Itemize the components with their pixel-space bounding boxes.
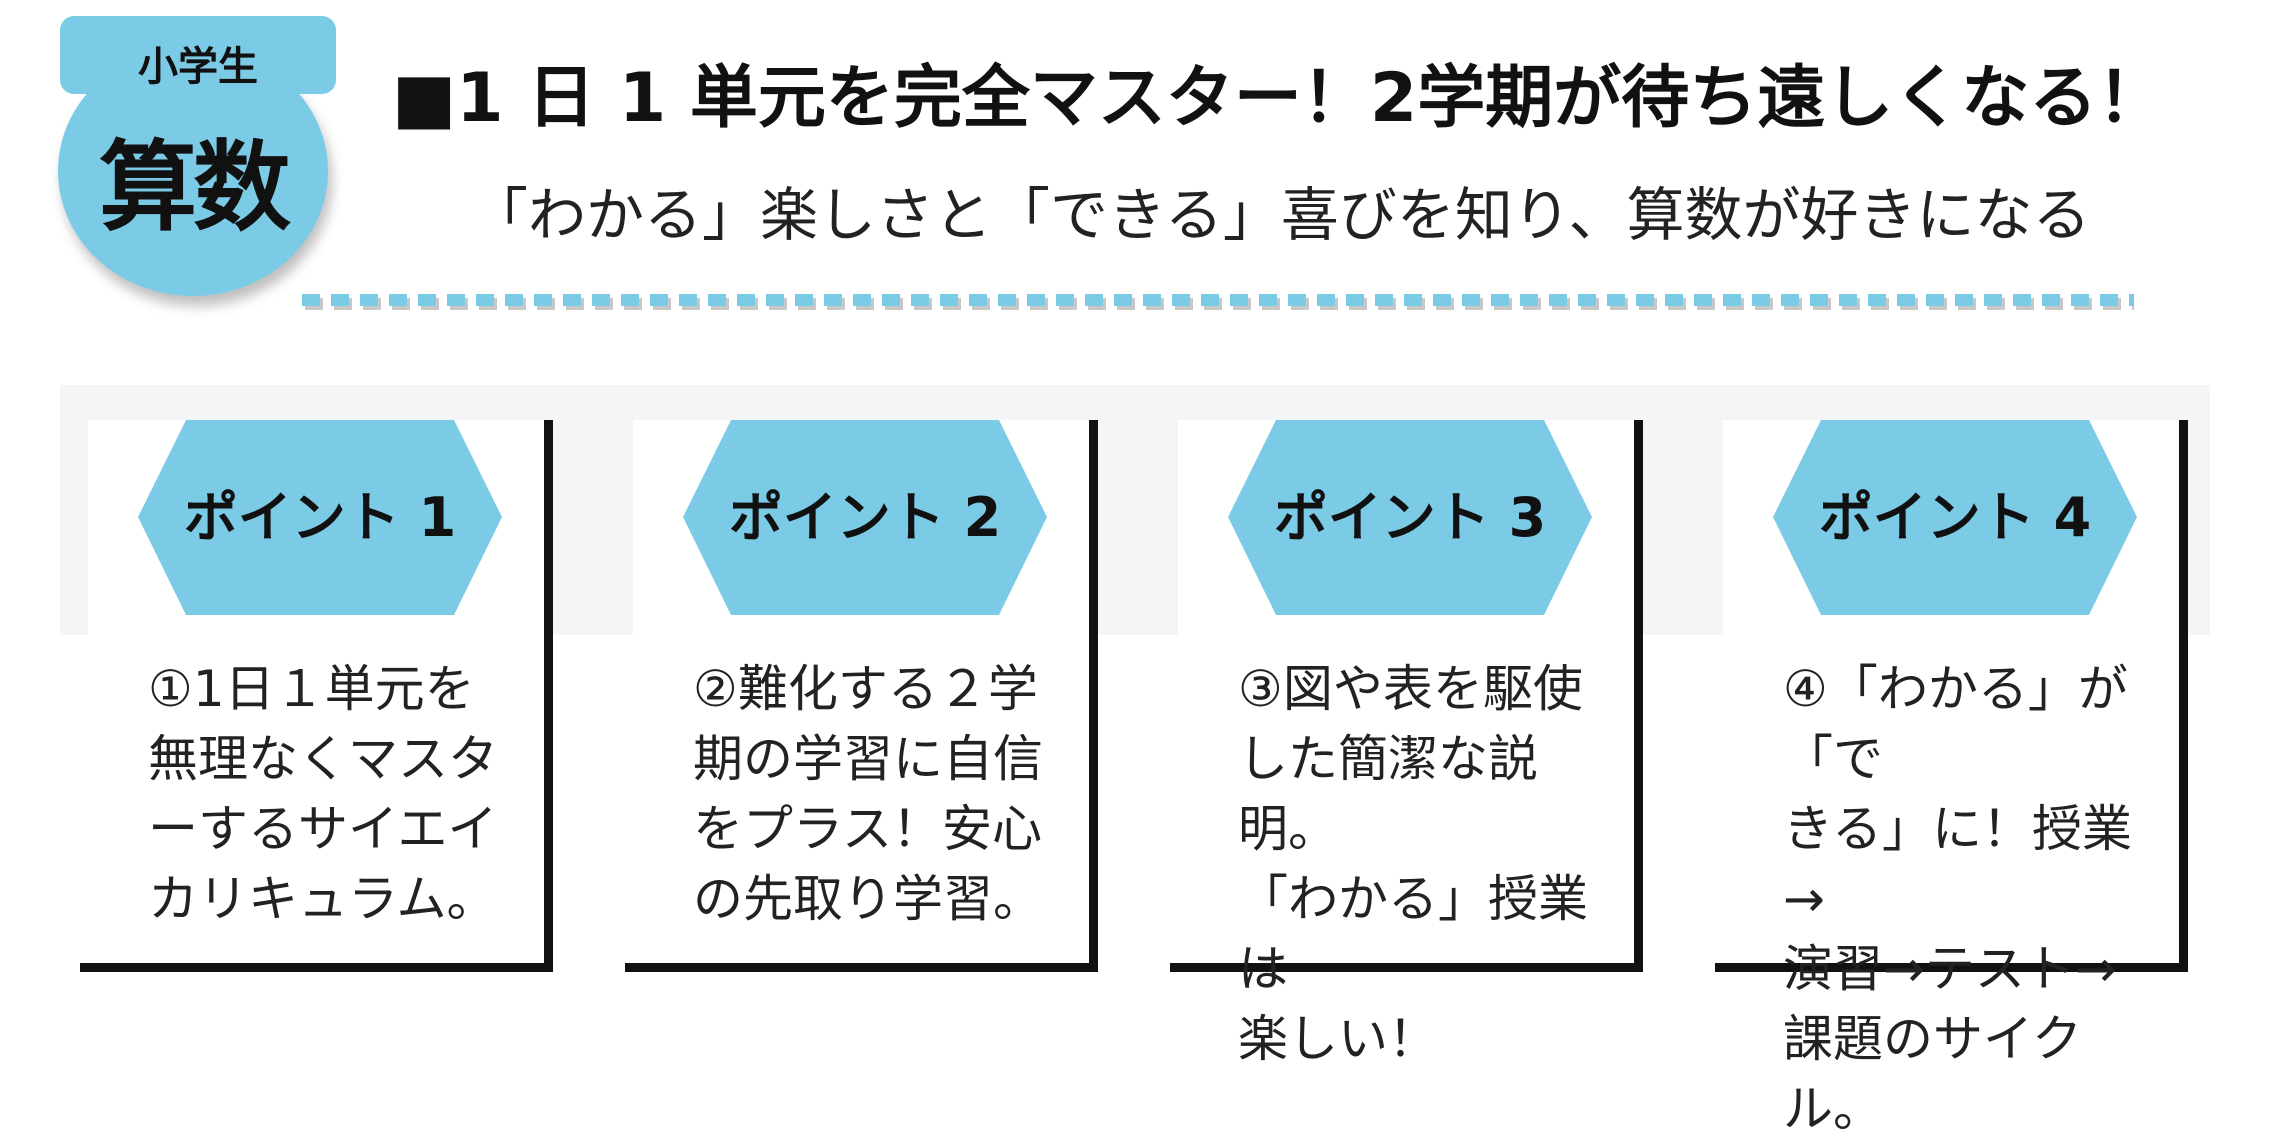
hexagon-shape [138,420,502,615]
point-card-4: ポイント 4 ④「わかる」が「で きる」に！授業→ 演習→テスト→ 課題のサイク… [1715,420,2201,1138]
hexagon-shape [1228,420,1592,615]
point-card-3: ポイント 3 ③図や表を駆使 した簡潔な説明。 「わかる」授業は 楽しい！ [1170,420,1656,1068]
point-label: ポイント 4 [1818,486,2092,549]
badge-grade-label: 小学生 [138,44,258,90]
dotted-divider [302,292,2134,314]
point-description: ③図や表を駆使 した簡潔な説明。 「わかる」授業は 楽しい！ [1238,660,1588,1068]
point-description: ④「わかる」が「で きる」に！授業→ 演習→テスト→ 課題のサイクル。 [1783,660,2132,1138]
badge-subject-label: 算数 [98,131,291,245]
point-label: ポイント 1 [183,486,457,549]
point-label: ポイント 2 [728,486,1002,549]
subject-badge: 小学生 算数 [58,16,336,296]
point-card-2: ポイント 2 ②難化する２学 期の学習に自信 をプラス！安心 の先取り学習。 [625,420,1111,972]
point-description: ②難化する２学 期の学習に自信 をプラス！安心 の先取り学習。 [693,660,1043,928]
point-card-1: ポイント 1 ①1日１単元を 無理なくマスタ ーするサイエイ カリキュラム。 [80,420,566,972]
hexagon-shape [1773,420,2137,615]
page-subheadline: 「わかる」楽しさと「できる」喜びを知り、算数が好きになる [470,181,2091,249]
hexagon-shape [683,420,1047,615]
point-label: ポイント 3 [1273,486,1547,549]
badge-tab [60,16,336,94]
point-description: ①1日１単元を 無理なくマスタ ーするサイエイ カリキュラム。 [148,660,498,928]
page-headline: ■1 日 1 単元を完全マスター！2学期が待ち遠しくなる！ [392,59,2166,138]
